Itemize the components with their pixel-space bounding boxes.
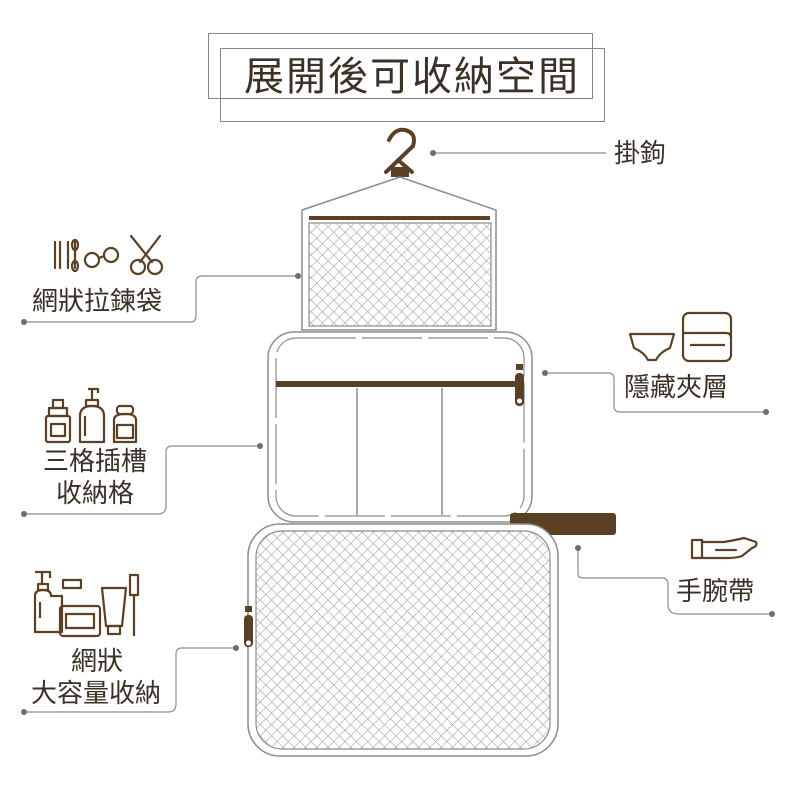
hanger-hook-icon [384, 127, 416, 177]
title-frame-front [220, 48, 605, 122]
underwear-icon [628, 332, 676, 362]
three-slot-icons [44, 387, 138, 444]
middle-three-slot-compartment [267, 331, 533, 523]
callout-label-mesh-large-line1: 網狀 [70, 647, 123, 677]
callout-label-wrist-strap: 手腕帶 [676, 577, 755, 607]
scissors-icon [129, 234, 164, 276]
callout-label-hook: 掛鉤 [614, 139, 667, 169]
callout-label-hidden-layer: 隱藏夾層 [624, 373, 729, 403]
callout-connectors [24, 152, 772, 713]
open-hand-icon [690, 536, 758, 560]
top-mesh-pouch [301, 176, 497, 331]
hidden-layer-icons [628, 311, 733, 363]
cream-jar-icon [58, 578, 102, 638]
page-title: 展開後可收納空間 [244, 54, 580, 100]
callout-label-mesh-large-line2: 大容量收納 [30, 679, 161, 709]
toothpaste-icon [100, 586, 128, 636]
callout-label-mesh-zip-pouch: 網狀拉鍊袋 [32, 287, 163, 317]
cotton-swab-icon [53, 238, 80, 273]
jar-icon [112, 404, 138, 444]
toothbrush-icon [128, 573, 140, 636]
callout-dots [21, 150, 775, 715]
callout-label-three-slot-line1: 三格插槽 [42, 447, 147, 477]
mesh-large-icons [33, 570, 140, 638]
contact-lens-case-icon [83, 246, 120, 269]
callout-label-three-slot-line2: 收納格 [55, 479, 134, 509]
title-frame-back [208, 33, 593, 99]
folded-towel-icon [681, 311, 733, 363]
pump-bottle-icon [78, 387, 106, 444]
bottom-mesh-compartment [244, 523, 559, 757]
mesh-pouch-icons [53, 234, 164, 276]
pump-bottle-icon [33, 570, 64, 634]
small-bottle-icon [44, 398, 72, 444]
